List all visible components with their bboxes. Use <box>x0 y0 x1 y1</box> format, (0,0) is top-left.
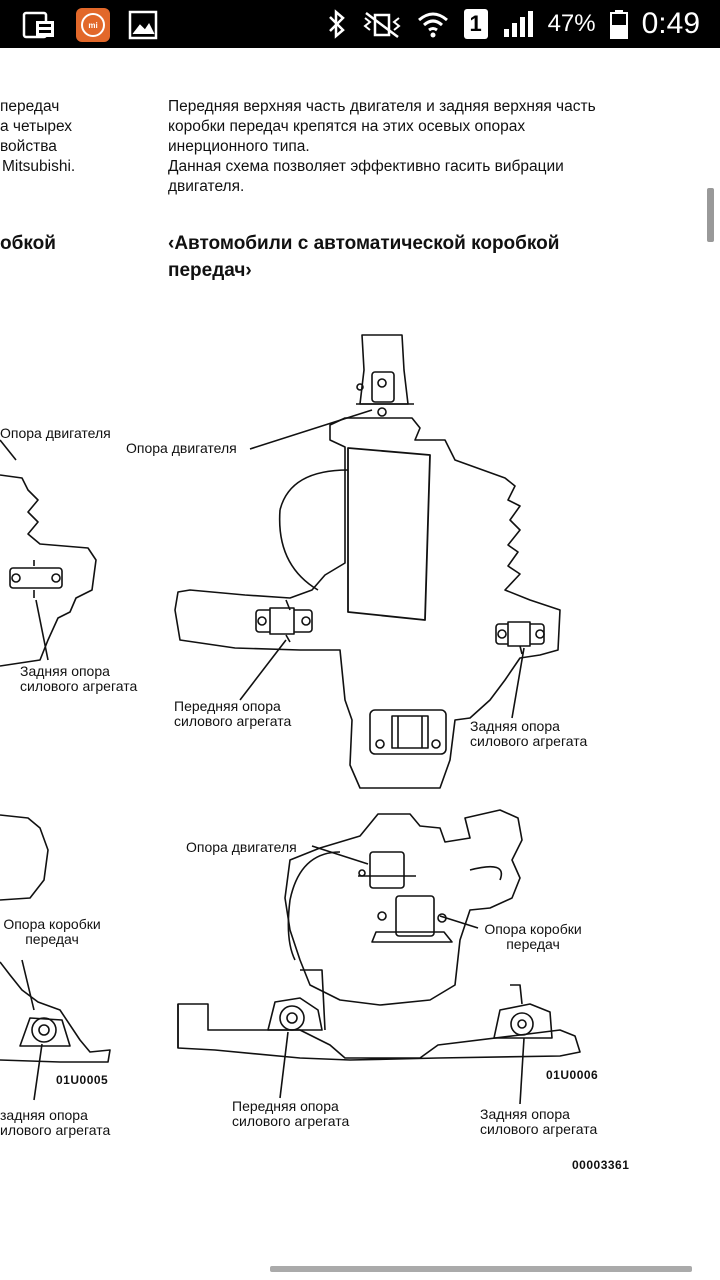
figure-number: 00003361 <box>572 1158 630 1172</box>
right-bottom-label-front-mount-2: силового агрегата <box>232 1113 350 1129</box>
section-heading-line-1: ‹Автомобили с автоматической коробкой <box>168 233 560 254</box>
left-top-label-rear-mount-2: силового агрегата <box>20 678 138 694</box>
left-text-line-4: Mitsubishi. <box>2 158 76 175</box>
paragraph-line-3: инерционного типа. <box>168 138 310 155</box>
gallery-icon <box>128 10 158 40</box>
paragraph-line-2: коробки передач крепятся на этих осевых … <box>168 118 526 135</box>
left-text-line-2: а четырех <box>0 118 72 135</box>
right-top-label-front-mount-2: силового агрегата <box>174 713 292 729</box>
battery-icon <box>609 10 628 39</box>
paragraph-line-1: Передняя верхняя часть двигателя и задня… <box>168 98 596 115</box>
system-status: 1 47% 0:49 <box>326 4 700 44</box>
left-top-label-rear-mount-1: Задняя опора <box>20 663 110 679</box>
right-bottom-label-rear-mount-1: Задняя опора <box>480 1106 570 1122</box>
left-text-line-1: передач <box>0 98 60 115</box>
left-top-engine-outline <box>0 474 97 667</box>
right-top-label-front-mount-1: Передняя опора <box>174 698 281 714</box>
section-heading-line-2: передач› <box>168 260 252 281</box>
left-top-label-engine-mount: Опора двигателя <box>0 425 111 441</box>
right-bottom-label-engine-mount: Опора двигателя <box>186 839 297 855</box>
left-text-line-3: войства <box>0 138 57 155</box>
left-bottom-label-gearbox-1: Опора коробки <box>3 916 101 932</box>
bluetooth-icon <box>328 9 345 39</box>
sim-number: 1 <box>469 11 482 36</box>
notification-area: mi <box>22 8 158 42</box>
sim-card-icon <box>22 11 54 39</box>
right-bottom-label-front-mount-1: Передняя опора <box>232 1098 339 1114</box>
right-bottom-label-gearbox-2: передач <box>506 936 560 952</box>
left-bottom-label-rear-mount-1: задняя опора <box>0 1107 88 1123</box>
right-top-label-rear-mount-2: силового агрегата <box>470 733 588 749</box>
right-top-label-engine-mount: Опора двигателя <box>126 440 237 456</box>
right-bottom-figure-code: 01U0006 <box>546 1068 599 1082</box>
engine-mount-diagram <box>0 334 581 1105</box>
left-bottom-engine-outline <box>0 814 111 1063</box>
vertical-scrollbar[interactable] <box>707 188 714 242</box>
document-page[interactable]: передач а четырех войства Mitsubishi. об… <box>0 48 720 1280</box>
left-bottom-label-rear-mount-2: илового агрегата <box>0 1122 111 1138</box>
paragraph-line-4: Данная схема позволяет эффективно гасить… <box>168 158 564 175</box>
sim-1-icon: 1 <box>463 9 488 39</box>
right-bottom-label-gearbox-1: Опора коробки <box>484 921 582 937</box>
vibrate-mute-icon <box>362 12 401 38</box>
right-bottom-engine-outline <box>177 809 581 1061</box>
signal-icon <box>503 11 533 37</box>
paragraph-line-5: двигателя. <box>168 178 245 195</box>
left-bottom-label-gearbox-2: передач <box>25 931 79 947</box>
clock: 0:49 <box>641 7 700 40</box>
right-top-engine-outline <box>174 334 561 789</box>
left-bottom-figure-code: 01U0005 <box>56 1073 109 1087</box>
right-bottom-label-rear-mount-2: силового агрегата <box>480 1121 598 1137</box>
right-top-label-rear-mount-1: Задняя опора <box>470 718 560 734</box>
status-bar: mi 1 47% <box>0 0 720 48</box>
left-heading-fragment: обкой <box>0 233 56 254</box>
battery-percent: 47% <box>547 10 596 37</box>
horizontal-scrollbar[interactable] <box>270 1266 692 1272</box>
mi-app-icon: mi <box>76 8 110 42</box>
wifi-icon <box>417 12 448 38</box>
